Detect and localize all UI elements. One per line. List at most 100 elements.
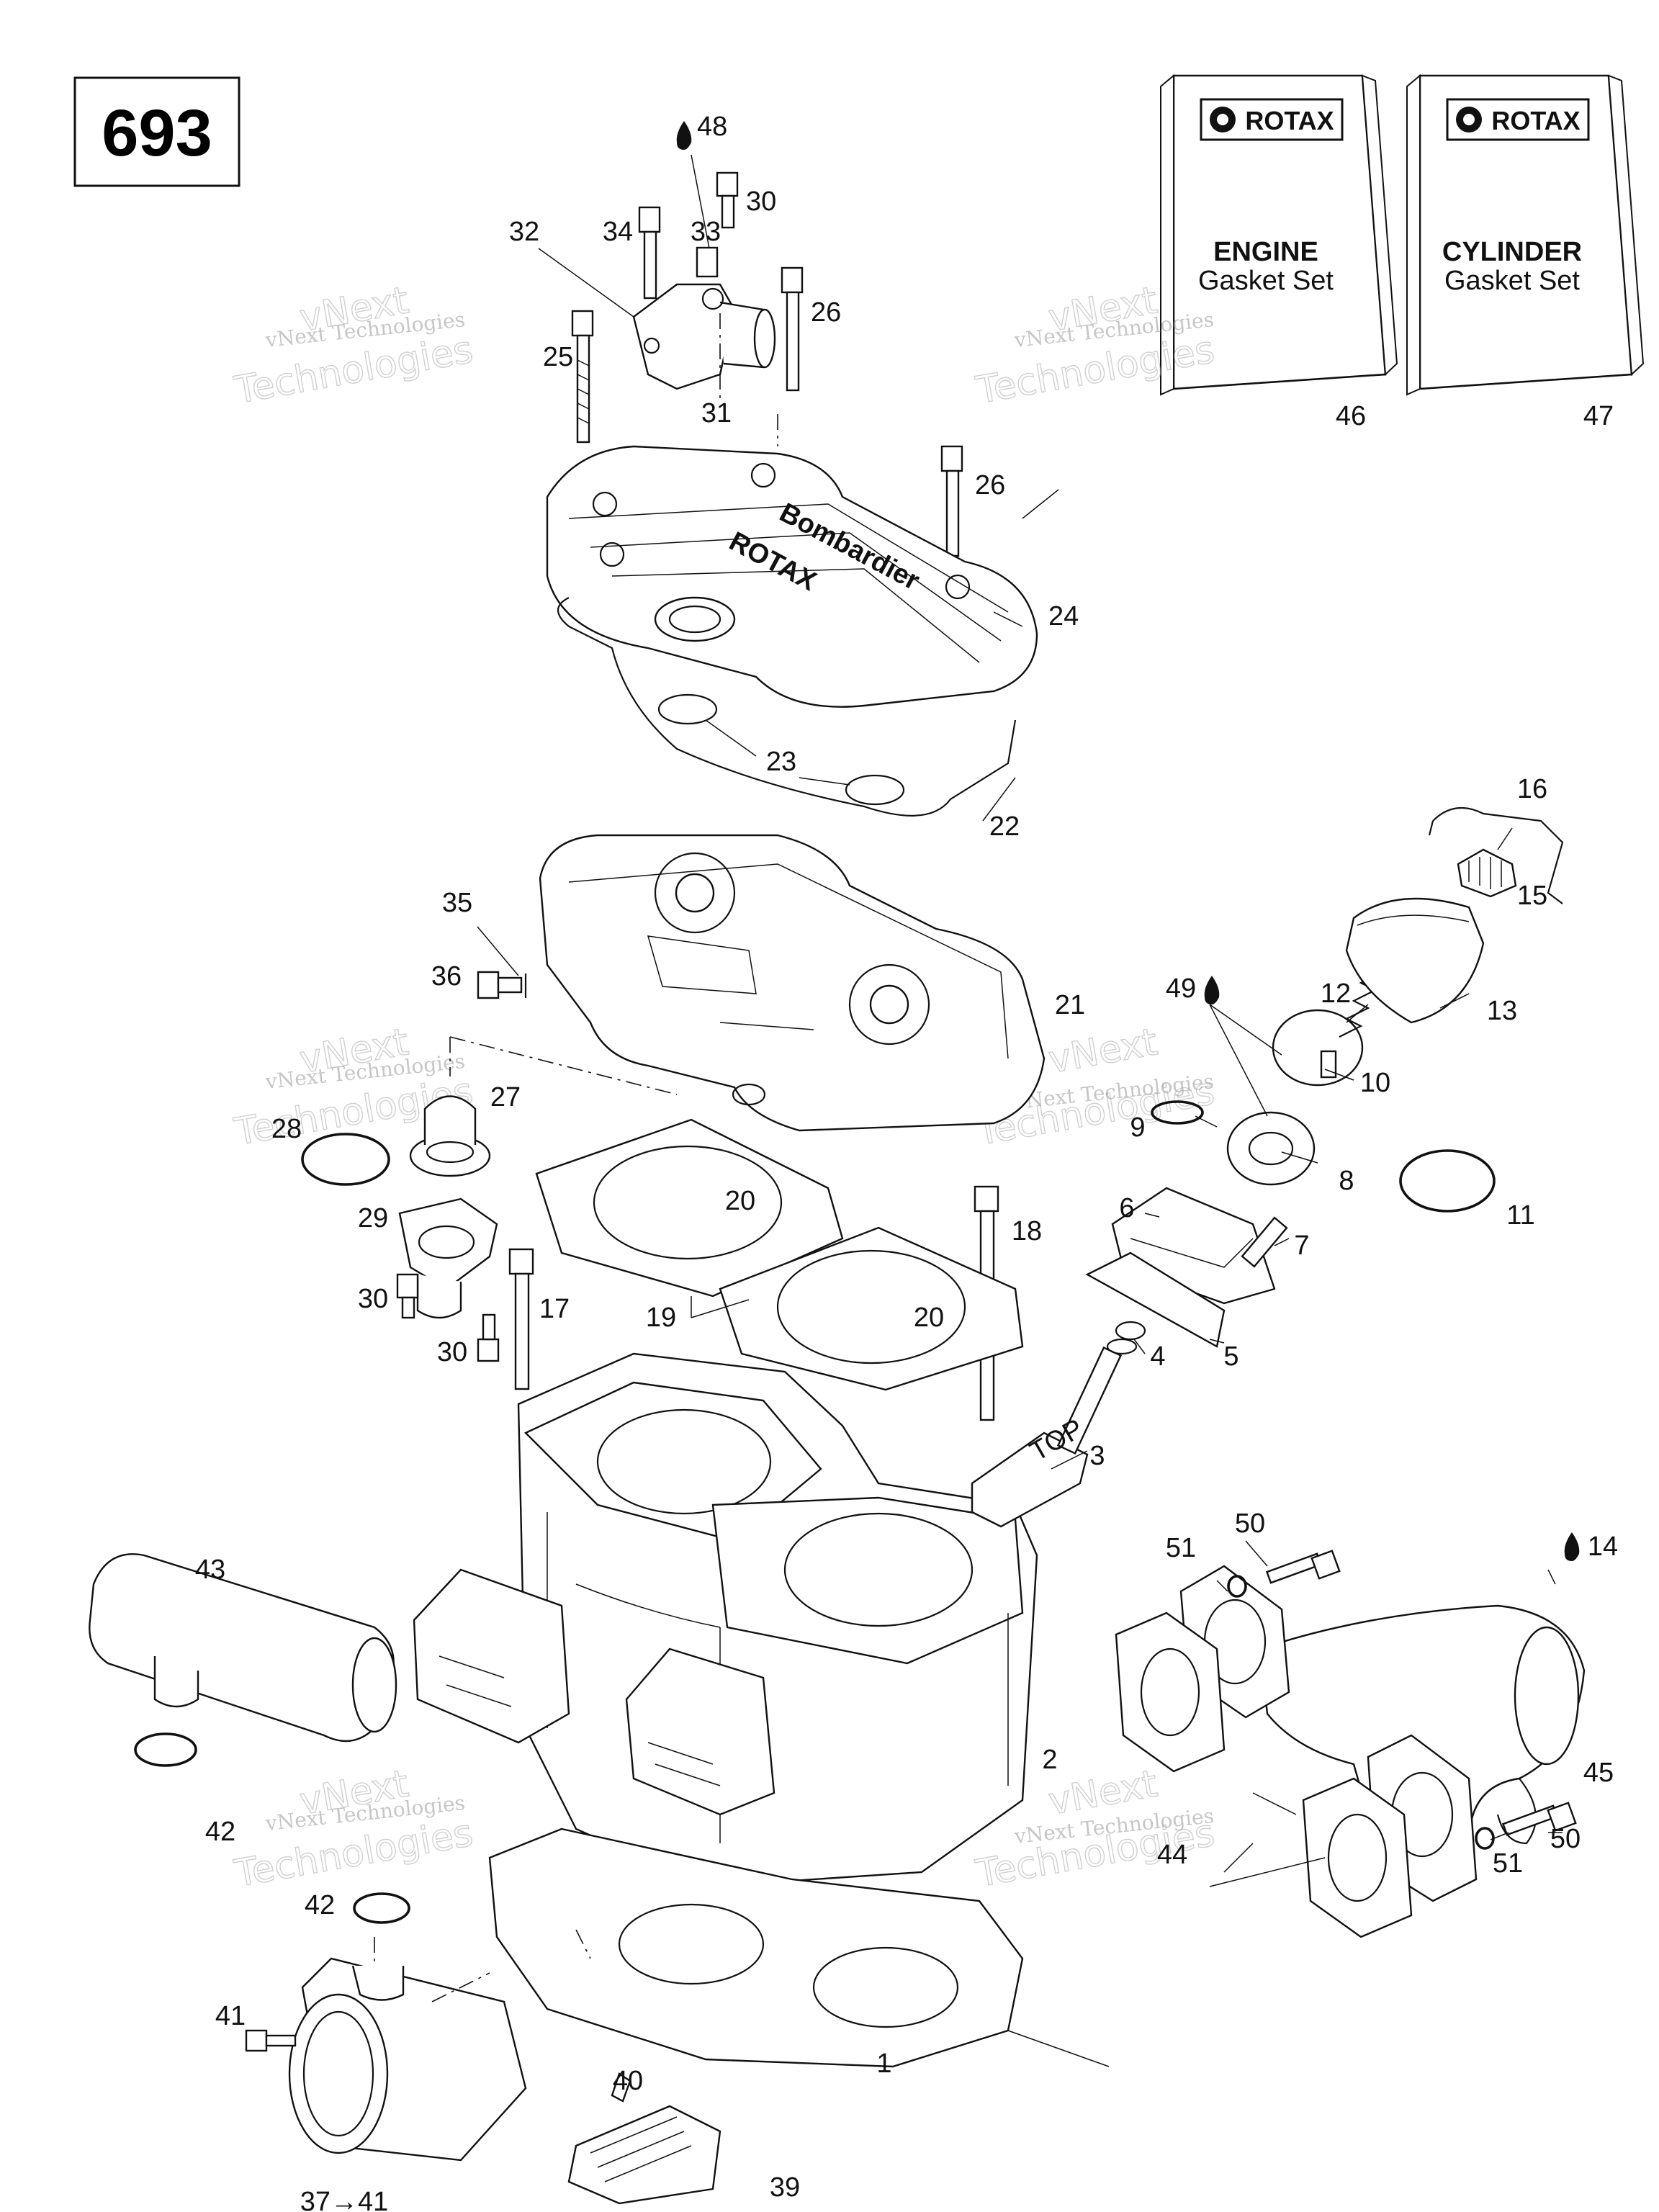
callout-35: 35 — [442, 888, 472, 918]
callout-34: 34 — [603, 217, 633, 247]
rotax-logo-icon — [1200, 98, 1344, 141]
callout-42: 42 — [205, 1817, 235, 1847]
callout-27: 27 — [490, 1082, 521, 1112]
callout-2: 2 — [1042, 1745, 1057, 1775]
head-gasket-19-right — [719, 1226, 1024, 1391]
exhaust-gasket-44-lower — [1302, 1777, 1413, 1938]
callout-20: 20 — [725, 1186, 755, 1216]
assembly-guides — [374, 313, 778, 2002]
intake-adapter — [288, 1957, 527, 2162]
o-ring-28 — [301, 1133, 390, 1186]
callout-44: 44 — [1157, 1840, 1187, 1870]
bolt-30-left — [396, 1273, 419, 1319]
callout-51: 51 — [1166, 1533, 1196, 1563]
rotax-logo-icon — [1446, 98, 1590, 141]
o-rings-23 — [657, 693, 905, 806]
callout-18: 18 — [1012, 1216, 1042, 1246]
callout-7: 7 — [1294, 1231, 1309, 1261]
bolt-30-top — [716, 171, 739, 229]
callouts: 48 30 32 34 33 26 25 31 26 24 23 22 16 1… — [195, 112, 1618, 2212]
callout-9: 9 — [1130, 1112, 1145, 1143]
clip-16 — [1428, 806, 1564, 904]
bolt-18 — [974, 1185, 999, 1421]
callout-36: 36 — [431, 961, 462, 992]
callout-26: 26 — [975, 470, 1005, 500]
head-gasket-19-left — [535, 1118, 844, 1298]
callout-50: 50 — [1235, 1509, 1265, 1539]
callout-24: 24 — [1048, 601, 1079, 631]
callout-4: 4 — [1150, 1341, 1165, 1372]
reed-petals-39 — [567, 2105, 721, 2205]
callout-42: 42 — [305, 1890, 335, 1920]
hose-clamp-42-lower — [353, 1892, 410, 1924]
callout-5: 5 — [1223, 1341, 1238, 1372]
thermostat-cover-29 — [398, 1197, 498, 1319]
callout-41: 41 — [215, 2001, 246, 2031]
exhaust-gasket-44-upper — [1115, 1611, 1226, 1773]
callout-8: 8 — [1339, 1166, 1354, 1196]
cylinder-head-cover: Bombardier ROTAX — [546, 445, 1038, 708]
callout-13: 13 — [1487, 996, 1517, 1026]
diaphragm-10 — [1272, 1009, 1364, 1087]
callout-45: 45 — [1583, 1758, 1614, 1788]
callout-33: 33 — [691, 217, 721, 247]
callout-29: 29 — [358, 1203, 388, 1233]
bolt-26-right — [940, 445, 963, 557]
water-outlet-elbow — [632, 283, 776, 390]
rave-valve-3: TOP — [971, 1338, 1138, 1528]
bolt-25 — [571, 310, 594, 444]
callout-31: 31 — [701, 398, 732, 428]
hose-clamp-42-upper — [134, 1732, 197, 1767]
callout-30: 30 — [437, 1337, 467, 1367]
callout-1: 1 — [876, 2049, 891, 2079]
bolt-50-lower — [1501, 1802, 1577, 1836]
callout-11: 11 — [1506, 1200, 1534, 1231]
reed-stop-40 — [611, 2072, 631, 2103]
callout-39: 39 — [770, 2172, 800, 2203]
kit-title: CYLINDER — [1442, 237, 1582, 267]
callout-48: 48 — [697, 112, 727, 142]
callout-16: 16 — [1517, 774, 1547, 804]
oil-drop-icon — [1204, 976, 1220, 1004]
rotary-valve-cover-43 — [89, 1553, 397, 1743]
plug-33 — [696, 246, 719, 278]
callout-37-41: 37→41 — [300, 2187, 389, 2212]
cap-15 — [1457, 848, 1517, 898]
callout-46: 46 — [1336, 401, 1366, 431]
callout-21: 21 — [1055, 990, 1085, 1020]
callout-40: 40 — [613, 2066, 643, 2096]
seal-ring-4 — [1115, 1321, 1146, 1341]
oil-drop-icon — [676, 121, 692, 150]
o-ring-11 — [1399, 1149, 1496, 1213]
engine-gasket-set-booklet: ROTAX ENGINE Gasket Set 46 — [1160, 73, 1398, 431]
bolt-30-lower — [477, 1313, 500, 1362]
drain-plug-36 — [477, 971, 527, 999]
leader-lines — [477, 154, 1563, 2067]
callout-28: 28 — [271, 1114, 302, 1144]
callout-12: 12 — [1321, 979, 1351, 1009]
bolt-41 — [245, 2029, 297, 2052]
callout-22: 22 — [989, 811, 1020, 842]
callout-43: 43 — [195, 1555, 225, 1585]
bolt-50-upper — [1265, 1550, 1341, 1584]
oil-drop-icon — [1564, 1532, 1580, 1561]
callout-6: 6 — [1119, 1193, 1134, 1223]
spring-12 — [1339, 971, 1383, 1038]
bolt-26-top — [781, 266, 804, 392]
screw-7 — [1241, 1216, 1288, 1268]
valve-cover-13 — [1345, 897, 1485, 1024]
callout-3: 3 — [1089, 1441, 1105, 1471]
washer-51-lower — [1475, 1827, 1495, 1850]
kit-subtitle: Gasket Set — [1444, 266, 1580, 296]
o-ring-9 — [1151, 1100, 1204, 1125]
cylinder-block — [517, 1352, 1038, 1888]
gasket-5 — [1085, 1251, 1226, 1348]
callout-26: 26 — [811, 297, 841, 328]
valve-piston-8 — [1226, 1111, 1316, 1186]
thermostat-27 — [409, 1095, 491, 1177]
callout-14: 14 — [1588, 1532, 1618, 1562]
kit-brand: ROTAX — [1245, 106, 1334, 135]
callout-10: 10 — [1360, 1068, 1390, 1098]
callout-51: 51 — [1493, 1848, 1523, 1879]
kit-subtitle: Gasket Set — [1198, 266, 1334, 296]
